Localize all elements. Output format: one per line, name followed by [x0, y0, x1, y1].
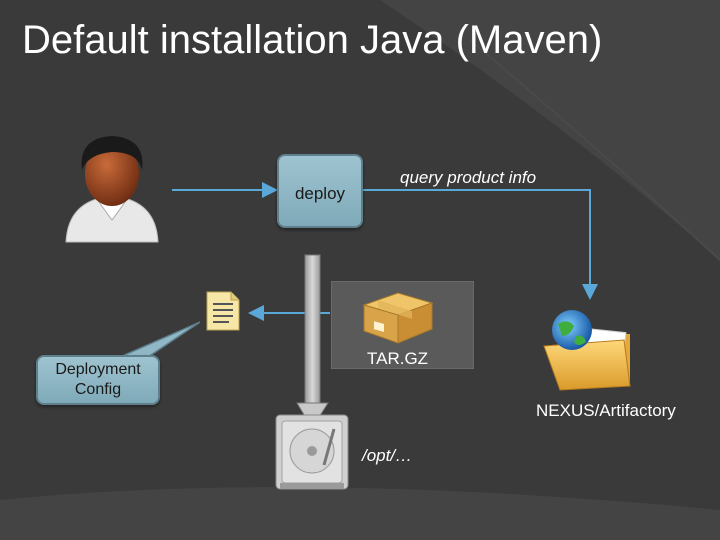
deployment-config-box: Deployment Config	[36, 355, 160, 405]
install-path-label: /opt/…	[362, 446, 413, 465]
deploy-box: deploy	[277, 154, 363, 228]
config-label-line1: Deployment	[55, 361, 141, 378]
document-icon	[206, 291, 240, 331]
package-box-icon	[362, 292, 434, 344]
query-label: query product info	[400, 168, 537, 187]
config-label-line2: Config	[74, 381, 122, 398]
user-avatar-icon	[65, 136, 159, 243]
slide-title: Default installation Java (Maven)	[22, 18, 603, 62]
query-arrow	[361, 189, 598, 300]
repository-label: NEXUS/Artifactory	[536, 401, 676, 420]
config-callout-pointer	[119, 321, 201, 358]
install-down-arrow	[296, 254, 329, 429]
hard-drive-icon	[275, 414, 349, 490]
archive-label: TAR.GZ	[367, 349, 429, 368]
deploy-label: deploy	[294, 184, 346, 203]
network-folder-icon	[543, 310, 631, 391]
